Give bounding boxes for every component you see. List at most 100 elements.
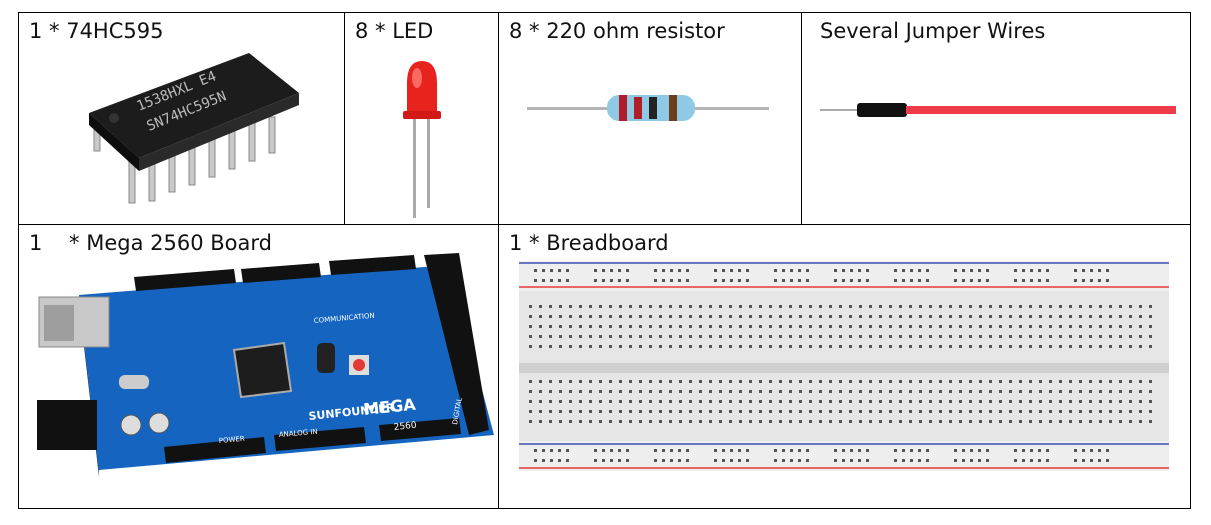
breadboard-hole (909, 400, 912, 403)
breadboard-hole (569, 400, 572, 403)
breadboard-hole (609, 420, 612, 423)
breadboard-hole (730, 459, 733, 462)
breadboard-hole (559, 410, 562, 413)
breadboard-hole (1059, 335, 1062, 338)
breadboard-hole (850, 459, 853, 462)
breadboard-hole (738, 269, 741, 272)
breadboard-hole (1109, 390, 1112, 393)
breadboard-hole (709, 410, 712, 413)
breadboard-hole (839, 305, 842, 308)
breadboard-hole (1129, 335, 1132, 338)
breadboard-hole (1119, 410, 1122, 413)
breadboard-hole (729, 400, 732, 403)
breadboard-hole (1109, 335, 1112, 338)
breadboard-hole (959, 410, 962, 413)
breadboard-hole (842, 279, 845, 282)
breadboard-hole (550, 459, 553, 462)
breadboard-hole (999, 335, 1002, 338)
breadboard-hole (1089, 315, 1092, 318)
breadboard-hole (769, 345, 772, 348)
breadboard-hole (790, 459, 793, 462)
breadboard-hole (639, 400, 642, 403)
breadboard-hole (589, 390, 592, 393)
breadboard-hole (1029, 410, 1032, 413)
breadboard-hole (549, 305, 552, 308)
breadboard-hole (902, 449, 905, 452)
breadboard-hole (678, 449, 681, 452)
breadboard-hole (559, 420, 562, 423)
breadboard-hole (759, 345, 762, 348)
breadboard-hole (639, 305, 642, 308)
breadboard-hole (739, 315, 742, 318)
breadboard-hole (1019, 325, 1022, 328)
breadboard-hole (669, 315, 672, 318)
breadboard-hole (1129, 400, 1132, 403)
breadboard-hole (959, 325, 962, 328)
breadboard-hole (1079, 335, 1082, 338)
breadboard-hole (1030, 269, 1033, 272)
breadboard-hole (669, 390, 672, 393)
breadboard-hole (1149, 305, 1152, 308)
breadboard-hole (559, 390, 562, 393)
breadboard-hole (662, 449, 665, 452)
breadboard-hole (869, 335, 872, 338)
breadboard-hole (819, 390, 822, 393)
breadboard-hole (739, 410, 742, 413)
breadboard-hole (910, 279, 913, 282)
breadboard-hole (629, 335, 632, 338)
breadboard-hole (714, 449, 717, 452)
breadboard-hole (806, 459, 809, 462)
breadboard-hole (599, 400, 602, 403)
breadboard-hole (1139, 335, 1142, 338)
breadboard-hole (1119, 315, 1122, 318)
breadboard-hole (699, 410, 702, 413)
breadboard-hole (779, 325, 782, 328)
breadboard-hole (1049, 345, 1052, 348)
breadboard-hole (629, 420, 632, 423)
breadboard-hole (919, 315, 922, 318)
breadboard-hole (1099, 380, 1102, 383)
breadboard-hole (819, 420, 822, 423)
breadboard-hole (999, 400, 1002, 403)
breadboard-hole (1014, 269, 1017, 272)
breadboard-hole (719, 380, 722, 383)
breadboard-hole (529, 305, 532, 308)
breadboard-hole (686, 279, 689, 282)
breadboard-hole (709, 345, 712, 348)
breadboard-hole (662, 279, 665, 282)
breadboard-hole (639, 410, 642, 413)
breadboard-hole (1029, 305, 1032, 308)
breadboard-hole (929, 420, 932, 423)
breadboard-hole (639, 420, 642, 423)
breadboard-hole (1109, 380, 1112, 383)
breadboard-hole (979, 315, 982, 318)
breadboard-hole (1049, 390, 1052, 393)
breadboard-hole (986, 279, 989, 282)
breadboard-hole (789, 390, 792, 393)
breadboard-hole (1074, 449, 1077, 452)
breadboard-hole (678, 459, 681, 462)
breadboard-hole (789, 335, 792, 338)
breadboard-hole (1039, 390, 1042, 393)
breadboard-hole (1129, 305, 1132, 308)
breadboard-hole (1030, 459, 1033, 462)
breadboard-hole (769, 380, 772, 383)
breadboard-hole (699, 400, 702, 403)
breadboard-hole (619, 390, 622, 393)
breadboard-hole (782, 459, 785, 462)
breadboard-hole (1099, 400, 1102, 403)
breadboard-hole (939, 410, 942, 413)
breadboard-hole (1099, 345, 1102, 348)
breadboard-hole (979, 305, 982, 308)
breadboard-hole (539, 390, 542, 393)
breadboard-hole (1022, 449, 1025, 452)
breadboard-hole (979, 420, 982, 423)
breadboard-hole (738, 279, 741, 282)
breadboard-hole (1059, 400, 1062, 403)
breadboard-hole (769, 390, 772, 393)
breadboard-hole (649, 380, 652, 383)
breadboard-hole (929, 380, 932, 383)
breadboard-hole (1139, 315, 1142, 318)
breadboard-hole (619, 420, 622, 423)
breadboard-hole (889, 380, 892, 383)
